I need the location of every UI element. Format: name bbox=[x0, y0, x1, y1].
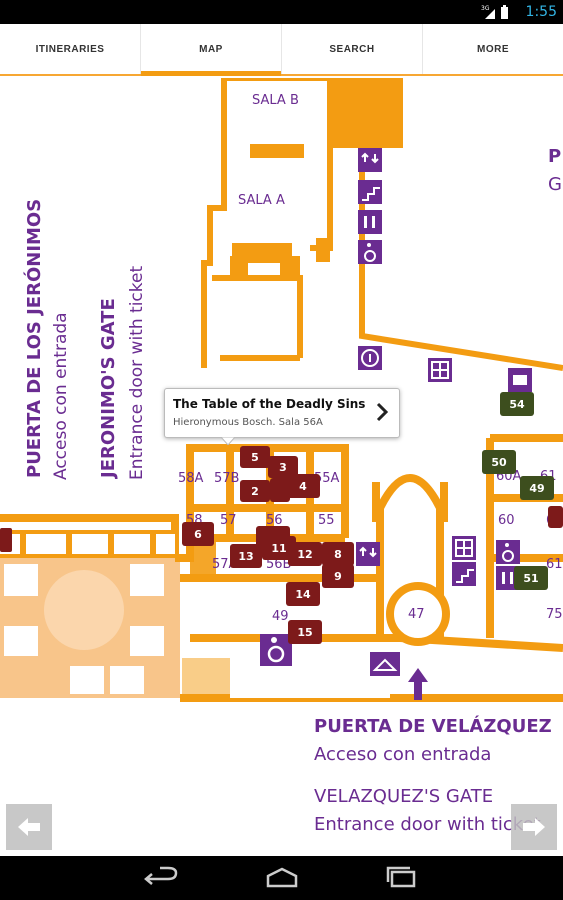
painting-marker[interactable]: 9 bbox=[322, 564, 354, 588]
arrow-left-icon bbox=[18, 818, 40, 836]
next-button[interactable] bbox=[511, 804, 557, 850]
room-label: 49 bbox=[272, 609, 289, 624]
svg-text:5: 5 bbox=[251, 451, 259, 464]
svg-text:51: 51 bbox=[523, 572, 538, 585]
callout-pointer bbox=[221, 437, 235, 445]
elevator-icon[interactable] bbox=[358, 148, 382, 172]
gate-velazquez-en-label: VELAZQUEZ'S GATE bbox=[314, 786, 493, 807]
arrow-right-icon bbox=[523, 818, 545, 836]
shop-icon[interactable] bbox=[428, 358, 452, 382]
svg-text:8: 8 bbox=[334, 548, 342, 561]
tab-search[interactable]: SEARCH bbox=[282, 24, 423, 74]
painting-marker[interactable]: 8 bbox=[322, 542, 354, 566]
painting-marker[interactable]: 14 bbox=[286, 582, 320, 606]
facility-marker[interactable]: 51 bbox=[514, 566, 548, 590]
painting-marker-partial[interactable] bbox=[0, 528, 12, 552]
facility-marker[interactable]: 50 bbox=[482, 450, 516, 474]
facility-marker[interactable]: 49 bbox=[520, 476, 554, 500]
painting-marker[interactable]: 13 bbox=[230, 544, 262, 568]
callout-subtitle: Hieronymous Bosch. Sala 56A bbox=[173, 417, 323, 428]
room-label: SALA B bbox=[252, 93, 299, 108]
gate-velazquez-sub: Acceso con entrada bbox=[314, 744, 491, 765]
back-icon[interactable] bbox=[142, 866, 182, 890]
gate-jeronimo-en-label: JERONIMO'S GATE bbox=[98, 298, 119, 480]
room-label: 60 bbox=[498, 513, 515, 528]
tab-map[interactable]: MAP bbox=[141, 24, 282, 76]
room-label: 56B bbox=[266, 557, 291, 572]
room-label: 55A bbox=[314, 471, 340, 486]
svg-text:11: 11 bbox=[271, 542, 286, 555]
floor-plan: SALA B SALA A 58A 57B 55A 58 57 56 55 57… bbox=[0, 78, 563, 835]
room-label: SALA A bbox=[238, 193, 285, 208]
facility-marker[interactable]: 54 bbox=[500, 392, 534, 416]
solid-block bbox=[330, 78, 402, 148]
signal-battery-icon: 3G bbox=[481, 5, 508, 19]
gate-velazquez-label: PUERTA DE VELÁZQUEZ bbox=[314, 715, 552, 737]
painting-marker[interactable]: 2 bbox=[240, 480, 270, 502]
svg-text:2: 2 bbox=[251, 485, 259, 498]
system-nav-bar bbox=[0, 856, 563, 900]
info-icon[interactable] bbox=[358, 346, 382, 370]
entrance-arrow-icon bbox=[408, 668, 428, 700]
elevator-icon[interactable] bbox=[356, 542, 380, 566]
wheelchair-icon[interactable] bbox=[260, 634, 292, 666]
cloakroom-icon[interactable] bbox=[370, 652, 400, 676]
status-bar: 3G 1:55 bbox=[0, 0, 563, 24]
gate-jeronimos-sub: Acceso con entrada bbox=[51, 312, 71, 480]
home-icon[interactable] bbox=[262, 866, 302, 890]
shop-icon[interactable] bbox=[452, 536, 476, 560]
edge-label: G bbox=[548, 174, 562, 195]
painting-callout[interactable]: The Table of the Deadly Sins Hieronymous… bbox=[164, 388, 400, 445]
tab-more[interactable]: MORE bbox=[477, 43, 509, 55]
stairs-icon[interactable] bbox=[452, 562, 476, 586]
svg-text:12: 12 bbox=[297, 548, 312, 561]
wheelchair-icon[interactable] bbox=[496, 540, 520, 564]
room-label: 58A bbox=[178, 471, 204, 486]
gate-jeronimos-label: PUERTA DE LOS JERÓNIMOS bbox=[23, 199, 45, 478]
room-label: 47 bbox=[408, 607, 425, 622]
room-label: 61 bbox=[546, 557, 563, 572]
svg-text:14: 14 bbox=[295, 588, 311, 601]
painting-marker[interactable]: 6 bbox=[182, 522, 214, 546]
svg-text:49: 49 bbox=[529, 482, 544, 495]
painting-marker[interactable]: 11 bbox=[262, 536, 296, 560]
cafe-icon[interactable] bbox=[508, 368, 532, 392]
svg-text:15: 15 bbox=[297, 626, 312, 639]
museum-map[interactable]: SALA B SALA A 58A 57B 55A 58 57 56 55 57… bbox=[0, 78, 563, 856]
svg-text:3: 3 bbox=[279, 461, 287, 474]
room-label: 57 bbox=[220, 513, 237, 528]
tab-itineraries[interactable]: ITINERARIES bbox=[0, 24, 141, 74]
painting-marker[interactable]: 12 bbox=[288, 542, 322, 566]
gate-jeronimo-en-sub: Entrance door with ticket bbox=[127, 266, 147, 480]
svg-text:50: 50 bbox=[491, 456, 507, 469]
network-type-label: 3G bbox=[481, 5, 490, 12]
painting-marker[interactable]: 3 bbox=[268, 456, 298, 478]
stairs-icon[interactable] bbox=[358, 180, 382, 204]
edge-label: P bbox=[548, 146, 561, 167]
restroom-icon[interactable] bbox=[358, 210, 382, 234]
svg-text:6: 6 bbox=[194, 528, 202, 541]
previous-button[interactable] bbox=[6, 804, 52, 850]
room-label: 55 bbox=[318, 513, 335, 528]
svg-text:13: 13 bbox=[238, 550, 253, 563]
chevron-right-icon[interactable] bbox=[375, 401, 389, 423]
clock: 1:55 bbox=[525, 4, 557, 20]
wheelchair-icon[interactable] bbox=[358, 240, 382, 264]
svg-text:4: 4 bbox=[299, 480, 307, 493]
recent-apps-icon[interactable] bbox=[382, 866, 422, 890]
gate-velazquez-en-sub: Entrance door with ticket bbox=[314, 814, 541, 835]
callout-title: The Table of the Deadly Sins bbox=[173, 397, 366, 411]
tab-bar: ITINERARIES MAP SEARCH MORE bbox=[0, 24, 563, 76]
svg-text:9: 9 bbox=[334, 570, 342, 583]
svg-text:54: 54 bbox=[509, 398, 525, 411]
painting-marker[interactable]: 5 bbox=[240, 446, 270, 468]
painting-marker[interactable]: 4 bbox=[286, 474, 320, 498]
room-label: 57B bbox=[214, 471, 239, 486]
painting-marker[interactable]: 15 bbox=[288, 620, 322, 644]
room-label: 56 bbox=[266, 513, 283, 528]
room-label: 75 bbox=[546, 607, 563, 622]
